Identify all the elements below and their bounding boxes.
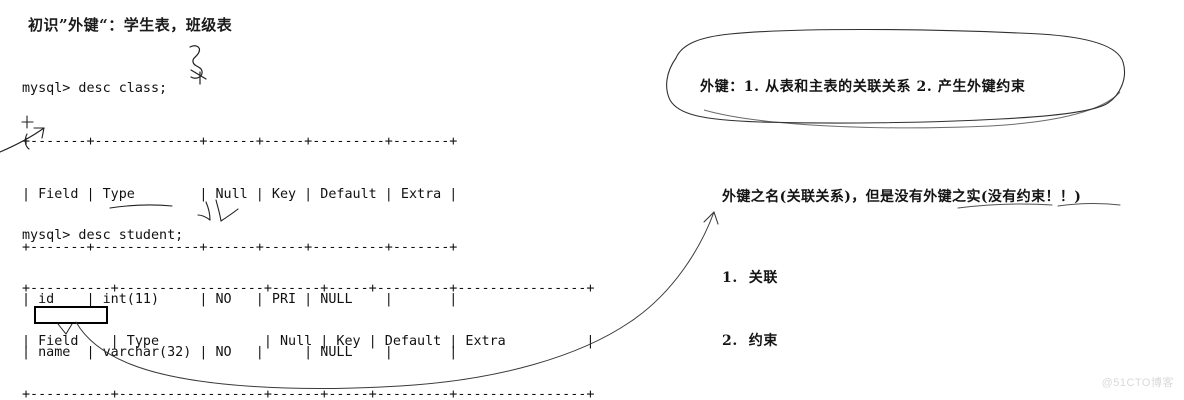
terminal-line: mysql> desc student; [22, 228, 184, 244]
list-item: 1. 关联 [722, 270, 778, 286]
list-item: 2. 约束 [722, 333, 778, 349]
site-watermark: @51CTO博客 [1101, 377, 1174, 389]
terminal-line: | Field | Type | Null | Key | Default | … [22, 333, 595, 349]
terminal-output-student: mysql> desc student; +----------+-------… [22, 192, 594, 400]
terminal-line: | Field | Type | Null | Key | Default | … [22, 186, 458, 202]
oval-annotation-second-stroke [703, 91, 1121, 129]
terminal-line: +-------+-------------+------+-----+----… [22, 397, 457, 400]
class-id-highlight-box [34, 306, 108, 324]
terminal-line: +----------+------------------+------+--… [22, 386, 595, 400]
annotation-foreign-key-definition: 外键：1. 从表和主表的关联关系 2. 产生外键约束 [700, 79, 1026, 95]
page-title: 初识”外键“：学生表，班级表 [28, 16, 233, 34]
connector-arrow-head [703, 211, 719, 225]
terminal-line: mysql> desc class; [22, 81, 168, 97]
annotation-name-only: 外键之名(关联关系)，但是没有外键之实(没有约束！！) [722, 189, 1082, 205]
annotation-numbered-list: 1. 关联 2. 约束 [722, 226, 778, 394]
terminal-line: +----------+------------------+------+--… [22, 280, 595, 296]
terminal-line: +-------+-------------+------+-----+----… [22, 133, 458, 149]
